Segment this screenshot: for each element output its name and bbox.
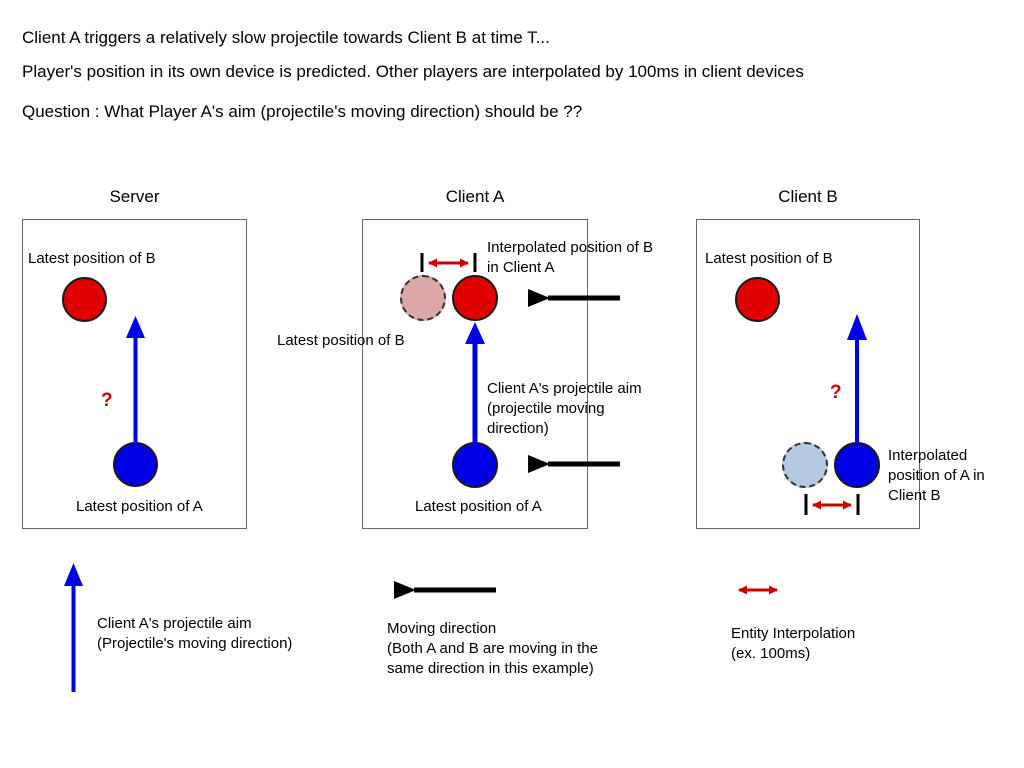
legend-aim-line-1: Client A's projectile aim <box>97 615 252 632</box>
server-ball-b <box>62 277 107 322</box>
client-a-label-aim-1: Client A's projectile aim <box>487 380 642 397</box>
legend-interp-line-2: (ex. 100ms) <box>731 645 811 662</box>
server-question-mark: ? <box>101 390 113 411</box>
panel-box-client-b <box>696 219 920 529</box>
legend-moving-line-1: Moving direction <box>387 620 497 637</box>
client-a-label-interp-b-2: in Client A <box>487 259 555 276</box>
panel-title-client-b: Client B <box>778 187 838 206</box>
client-b-label-interp-a-1: Interpolated <box>888 447 968 464</box>
client-a-label-aim-3: direction) <box>487 420 549 437</box>
intro-line-3: Question : What Player A's aim (projecti… <box>22 102 583 121</box>
server-ball-a <box>113 442 158 487</box>
intro-line-2: Player's position in its own device is p… <box>22 62 804 81</box>
legend-blue-up-arrow-icon <box>64 563 83 692</box>
client-b-question-mark: ? <box>830 382 842 403</box>
server-label-latest-b: Latest position of B <box>28 250 156 267</box>
client-a-label-interp-b-1: Interpolated position of B <box>487 239 653 256</box>
client-a-label-aim-2: (projectile moving <box>487 400 605 417</box>
server-label-latest-a: Latest position of A <box>76 498 203 515</box>
legend-moving-line-3: same direction in this example) <box>387 660 594 677</box>
client-a-ball-b <box>452 275 498 321</box>
client-b-label-interp-a-3: Client B <box>888 487 941 504</box>
client-a-label-latest-a: Latest position of A <box>415 498 542 515</box>
panel-title-client-a: Client A <box>445 187 505 206</box>
client-b-ball-a-ghost <box>782 442 828 488</box>
client-b-ball-b <box>735 277 780 322</box>
legend-moving-line-2: (Both A and B are moving in the <box>387 640 598 657</box>
client-b-ball-a <box>834 442 880 488</box>
client-b-label-interp-a-2: position of A in <box>888 467 985 484</box>
client-a-ball-b-ghost <box>400 275 446 321</box>
client-a-ball-a <box>452 442 498 488</box>
legend-aim-line-2: (Projectile's moving direction) <box>97 635 293 652</box>
intro-line-1: Client A triggers a relatively slow proj… <box>22 28 550 47</box>
panel-title-server: Server <box>109 187 160 206</box>
client-b-label-latest-b: Latest position of B <box>705 250 833 267</box>
legend-interp-line-1: Entity Interpolation <box>731 625 856 642</box>
client-a-label-latest-b: Latest position of B <box>277 332 405 349</box>
